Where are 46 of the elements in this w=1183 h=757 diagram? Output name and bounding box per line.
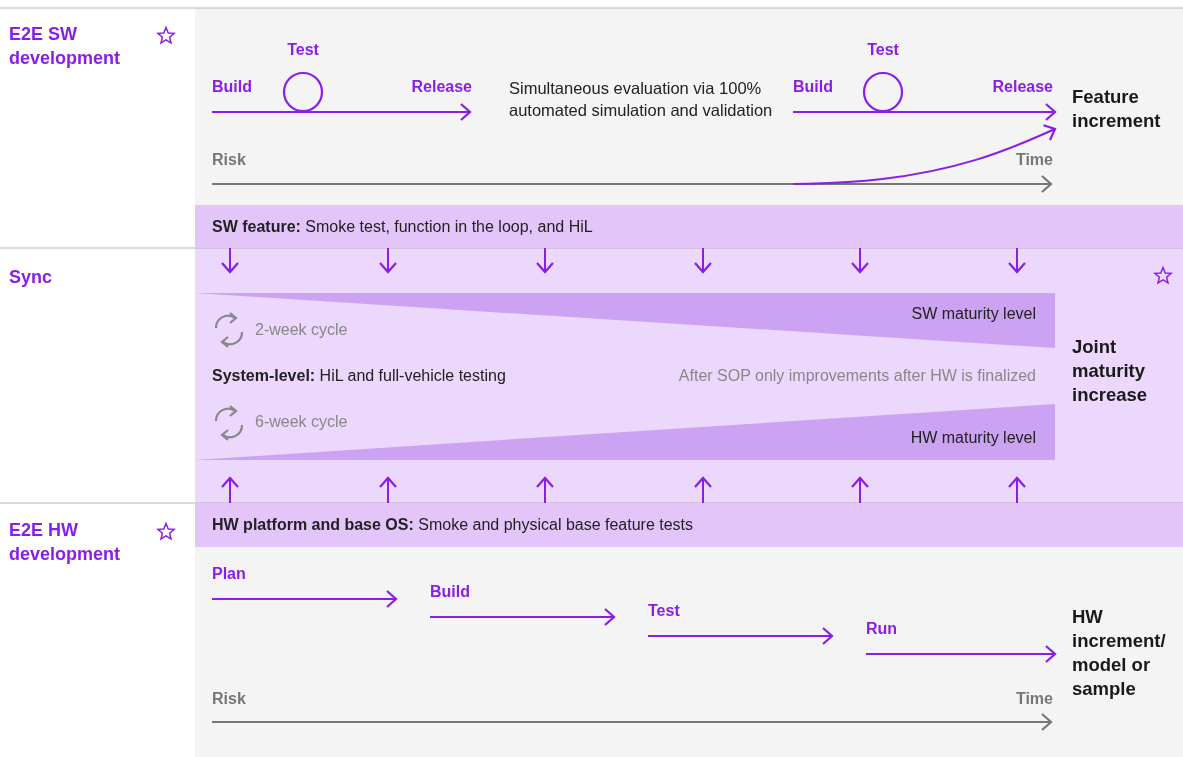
section-title: Sync [9,266,54,289]
arrow [693,476,713,504]
cycle-label: 6-week cycle [255,412,349,432]
arrow [792,124,1057,185]
wedge-label: HW maturity level [910,429,1036,447]
arrow [693,247,713,274]
step-label: Build [793,77,834,97]
axis-label: Time [1014,150,1053,170]
arrow [850,476,870,504]
arrow [378,247,398,274]
note-text: After SOP only improvements after HW is finalized [677,366,1036,386]
arrow [220,476,240,504]
arrow [1007,476,1027,504]
step-label: Test [866,40,900,60]
band-text: HW platform and base OS: Smoke and physical base feature tests [212,516,694,534]
arrow [220,247,240,274]
description-text: Simultaneous evaluation via 100% automated simulation and validation [509,78,774,121]
result-label: Feature increment [1058,85,1183,133]
step-label: Build [430,582,471,602]
section-title: E2E SW development [9,23,122,70]
step-label: Test [648,601,681,621]
step-label: Release [410,77,472,97]
test-band [195,503,1183,547]
step-label: Release [991,77,1053,97]
arrow [865,644,1057,664]
arrow [1007,247,1027,274]
arrow [792,102,1057,122]
axis-label: Risk [212,150,247,170]
axis-label: Time [1014,689,1053,709]
arrow [378,476,398,504]
note-text: System-level: HiL and full-vehicle testing [212,366,507,386]
arrow [535,476,555,504]
arrow [535,247,555,274]
wedge-label: SW maturity level [911,305,1036,323]
step-label: Run [866,619,899,639]
test-band [195,205,1183,248]
result-label: Joint maturity increase [1058,335,1183,407]
axis-label: Risk [212,689,247,709]
arrow [850,247,870,274]
cycle-label: 2-week cycle [255,320,349,340]
section-title: E2E HW development [9,519,122,566]
step-label: Plan [212,564,247,584]
step-label: Build [212,77,253,97]
band-text: SW feature: Smoke test, function in the loop, and HiL [212,217,593,236]
result-label: HW increment/ model or sample [1058,605,1183,701]
step-label: Test [286,40,320,60]
